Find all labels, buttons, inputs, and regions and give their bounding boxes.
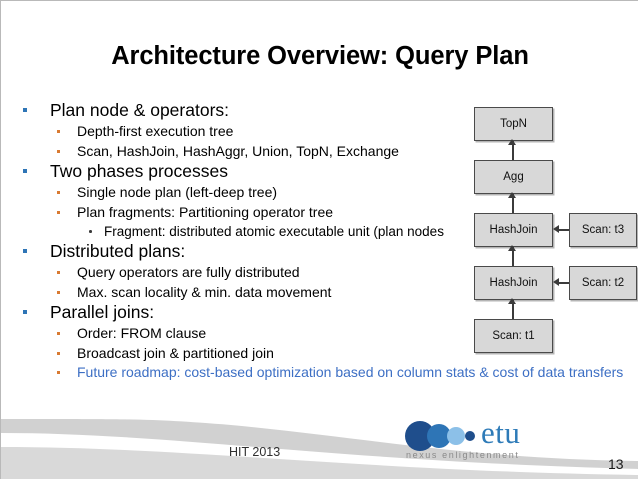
bullet-text: Two phases processes xyxy=(50,161,229,181)
arrowhead-up xyxy=(508,245,516,251)
bullet-text: Distributed plans: xyxy=(50,241,186,261)
plan-node-scan-t3: Scan: t3 xyxy=(569,213,637,247)
arrowhead-up xyxy=(508,298,516,304)
logo-circle-small-icon xyxy=(447,427,465,445)
bullet-item-l1: Parallel joins: xyxy=(9,302,609,323)
etu-logo: etu nexus enlightenment xyxy=(405,415,555,469)
bullet-marker-orange xyxy=(57,149,60,153)
footer-swoosh-decoration xyxy=(1,419,638,479)
bullet-item-l2: Order: FROM clause xyxy=(9,324,609,344)
bullet-item-l2: Plan fragments: Partitioning operator tr… xyxy=(9,203,609,223)
plan-node-topn: TopN xyxy=(474,107,553,141)
bullet-text: Query operators are fully distributed xyxy=(77,264,300,280)
page-title: Architecture Overview: Query Plan xyxy=(111,42,529,70)
arrowhead-up xyxy=(508,192,516,198)
bullet-marker-blue xyxy=(23,169,27,173)
edge-scant1-to-hashjoin xyxy=(512,300,514,319)
edge-agg-to-topn xyxy=(512,141,514,160)
plan-node-hashjoin-upper: HashJoin xyxy=(474,213,553,247)
bullet-marker-orange xyxy=(57,191,60,194)
bullet-text: Scan, HashJoin, HashAggr, Union, TopN, E… xyxy=(77,142,399,159)
arrowhead-up xyxy=(508,139,516,145)
footer-note: HIT 2013 xyxy=(229,445,281,459)
arrowhead-left xyxy=(553,278,559,286)
bullet-marker-orange xyxy=(57,371,60,374)
bullet-item-l2: Scan, HashJoin, HashAggr, Union, TopN, E… xyxy=(9,142,609,162)
bullet-item-l2: Broadcast join & partitioned join xyxy=(9,344,609,364)
plan-node-scan-t1: Scan: t1 xyxy=(474,319,553,353)
bullet-text: Fragment: distributed atomic executable … xyxy=(104,224,444,239)
bullet-marker-blue xyxy=(23,108,27,112)
logo-dot-icon xyxy=(465,431,475,441)
bullet-marker-dot xyxy=(89,230,92,233)
bullet-text: Single node plan (left-deep tree) xyxy=(77,184,278,200)
bullet-text-highlight: Future roadmap: cost-based optimization … xyxy=(77,364,624,380)
edge-hashjoin1-to-hashjoin2 xyxy=(512,247,514,266)
bullet-text: Broadcast join & partitioned join xyxy=(77,344,274,361)
page-number: 13 xyxy=(608,456,624,472)
bullet-item-l2-highlight: Future roadmap: cost-based optimization … xyxy=(9,363,623,383)
plan-node-hashjoin-lower: HashJoin xyxy=(474,266,553,300)
bullet-marker-orange xyxy=(57,332,60,335)
bullet-marker-orange xyxy=(57,351,60,355)
bullet-item-l2: Max. scan locality & min. data movement xyxy=(9,283,609,303)
bullet-item-l1: Distributed plans: xyxy=(9,241,609,262)
bullet-text: Parallel joins: xyxy=(50,302,155,322)
bullet-item-l2: Query operators are fully distributed xyxy=(9,263,609,283)
bullet-marker-orange xyxy=(57,130,60,133)
bullet-text: Depth-first execution tree xyxy=(77,123,234,139)
bullet-marker-orange xyxy=(57,290,60,294)
plan-node-agg: Agg xyxy=(474,160,553,194)
bullet-marker-blue xyxy=(23,249,27,253)
bullet-marker-orange xyxy=(57,271,60,274)
bullet-item-l1: Plan node & operators: xyxy=(9,100,609,121)
bullet-marker-blue xyxy=(23,310,27,314)
logo-tagline: nexus enlightenment xyxy=(406,450,520,460)
query-plan-diagram: TopN Agg HashJoin Scan: t3 HashJoin Scan… xyxy=(456,101,638,363)
bullet-text: Plan fragments: Partitioning operator tr… xyxy=(77,203,334,220)
bullet-text: Plan node & operators: xyxy=(50,100,230,120)
bullet-item-l1: Two phases processes xyxy=(9,161,609,182)
bullet-marker-orange xyxy=(57,210,60,214)
plan-node-scan-t2: Scan: t2 xyxy=(569,266,637,300)
bullet-item-l2: Depth-first execution tree xyxy=(9,122,609,142)
bullet-item-l2: Single node plan (left-deep tree) xyxy=(9,183,609,203)
edge-hashjoin2-to-agg xyxy=(512,194,514,213)
bullet-list: Plan node & operators: Depth-first execu… xyxy=(9,100,623,383)
bullet-text: Max. scan locality & min. data movement xyxy=(77,283,332,300)
bullet-item-l3: Fragment: distributed atomic executable … xyxy=(9,222,609,241)
logo-wordmark: etu xyxy=(481,415,521,450)
bullet-text: Order: FROM clause xyxy=(77,325,207,341)
arrowhead-left xyxy=(553,225,559,233)
